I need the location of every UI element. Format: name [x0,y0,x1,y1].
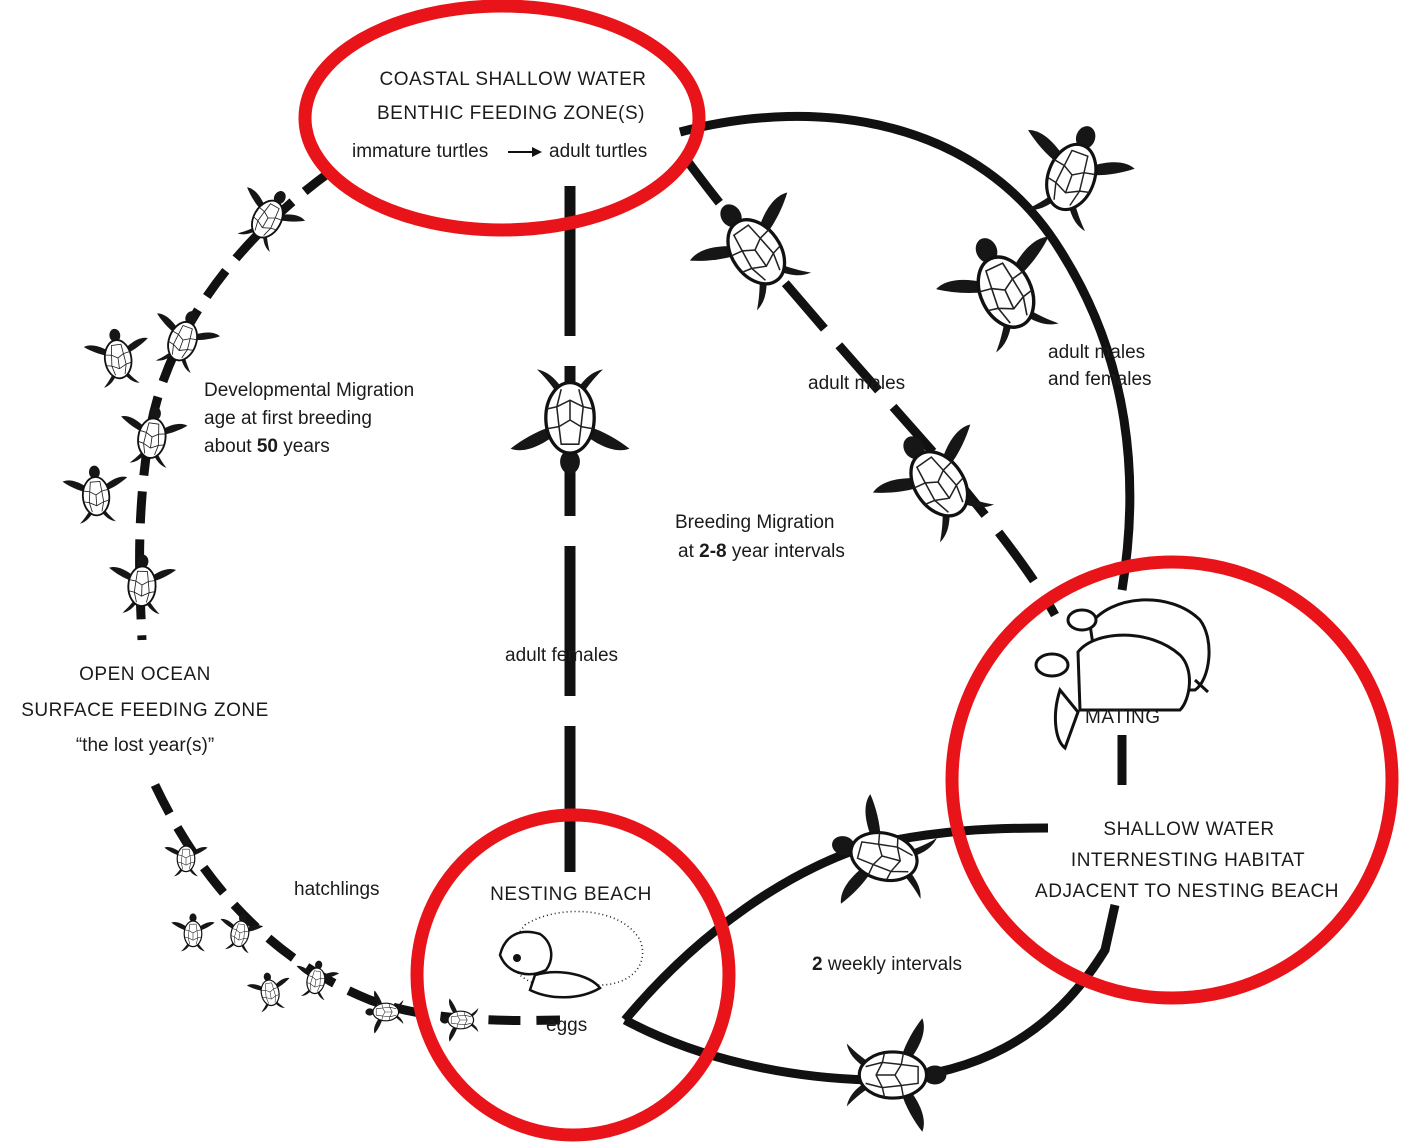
internesting-line-3: ADJACENT TO NESTING BEACH [1035,881,1339,902]
adult-male-turtle-icon [856,402,1018,560]
turtle-icon [140,299,226,380]
eggs-label: eggs [546,1015,588,1036]
breeding-path-outer [678,111,1135,591]
adult-males-females-label-1: adult males [1048,342,1146,363]
turtle-icon [106,552,178,616]
adult-males-females-label-2: and females [1048,369,1152,390]
adult-females-label: adult females [505,645,619,666]
adult-turtle-icon [1000,105,1145,242]
adult-turtles-label: adult turtles [549,141,648,162]
open-ocean-title: OPEN OCEAN [79,664,211,685]
internesting-lower-path [622,904,1120,1085]
mating-turtles-icon [1034,598,1211,751]
turtle-icon [113,401,191,471]
age-first-breeding-label: age at first breeding [204,408,372,429]
developmental-migration-label: Developmental Migration [204,380,415,401]
hatchling-icon [170,912,216,953]
hatchling-icon [439,997,479,1043]
breeding-interval-label: at 2-8 year intervals [678,541,845,562]
coastal-zone-subtitle: BENTHIC FEEDING ZONE(S) [376,103,646,124]
nesting-turtle-icon [498,910,644,999]
highlight-circle-mating [945,555,1399,1005]
turtle-icon [60,462,132,526]
hatchling-path [150,783,561,1025]
adult-males-label: adult males [808,373,906,394]
arrow-icon [508,147,542,157]
hatchling-icon [214,909,266,956]
internesting-upper-path [621,823,1049,1023]
adult-female-turtle-icon [508,367,632,476]
highlight-circle-nesting [410,808,736,1142]
internesting-line-2: INTERNESTING HABITAT [1070,850,1306,871]
hatchlings-label: hatchlings [294,879,380,900]
weekly-intervals-label: 2 weekly intervals [812,954,962,975]
internesting-turtle-icon [845,1016,949,1134]
breeding-migration-label: Breeding Migration [675,512,835,533]
surface-feeding-zone-label: SURFACE FEEDING ZONE [21,700,269,721]
turtle-icon [80,323,155,391]
turtle-icon [223,174,314,261]
coastal-zone-title: COASTAL SHALLOW WATER [379,69,647,90]
lost-years-label: “the lost year(s)” [75,735,215,756]
immature-turtles-label: immature turtles [352,141,489,162]
nesting-beach-title: NESTING BEACH [490,884,652,905]
mating-label: MATING [1085,707,1161,728]
about-years-label: about 50 years [204,436,330,457]
adult-male-turtle-icon [673,170,835,328]
hatchling-icon [244,968,296,1015]
highlight-circle-coastal [298,0,706,237]
internesting-line-1: SHALLOW WATER [1103,819,1275,840]
